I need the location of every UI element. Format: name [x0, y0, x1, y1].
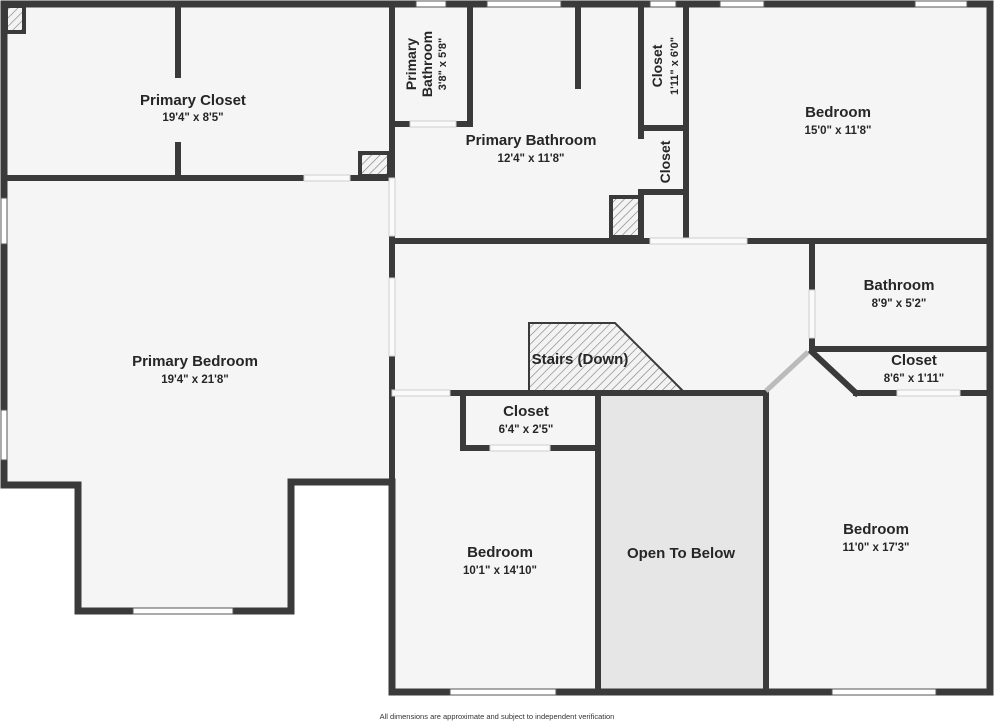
- opening: [808, 289, 816, 339]
- window: [831, 688, 937, 696]
- small-bath-name-line1: Primary: [403, 38, 419, 90]
- primary-closet-dims: 19'4" x 8'5": [162, 112, 223, 124]
- floor-west: [4, 4, 392, 611]
- diagonal-doorway: [764, 350, 810, 393]
- bedroom-sw-dims: 10'1" x 14'10": [463, 565, 537, 577]
- primary-bathroom-dims: 12'4" x 11'8": [498, 153, 565, 165]
- bedroom-se-dims: 11'0" x 17'3": [843, 542, 910, 554]
- opening: [303, 174, 351, 182]
- open-to-below-fill: [598, 395, 765, 692]
- window: [486, 0, 562, 8]
- footer-disclaimer: All dimensions are approximate and subje…: [380, 712, 615, 721]
- small-bath-name-line2: Bathroom: [419, 31, 435, 97]
- window: [914, 0, 968, 8]
- opening: [409, 120, 457, 128]
- stairs-name: Stairs (Down): [532, 351, 629, 368]
- closet-small-name: Closet: [657, 140, 673, 183]
- closet-top-label: Closet 1'11" x 6'0": [649, 37, 681, 95]
- small-bath-dims: 3'8" x 5'8": [437, 38, 449, 90]
- openings: [303, 120, 961, 452]
- closet-east-dims: 8'6" x 1'11": [884, 373, 945, 385]
- window: [0, 409, 8, 461]
- floor-north-middle: [392, 4, 990, 241]
- window: [649, 0, 677, 8]
- bathroom-name: Bathroom: [864, 277, 935, 294]
- open-to-below-name: Open To Below: [627, 545, 735, 562]
- opening: [489, 444, 551, 452]
- closet-mid-dims: 6'4" x 2'5": [499, 424, 554, 436]
- opening: [388, 177, 396, 237]
- primary-closet-name: Primary Closet: [140, 92, 246, 109]
- window: [449, 688, 557, 696]
- opening: [896, 389, 961, 397]
- window: [719, 0, 765, 8]
- chase-bath: [609, 195, 642, 239]
- windows: [0, 0, 968, 696]
- closet-top-name: Closet: [649, 44, 665, 87]
- opening: [388, 277, 396, 357]
- window: [132, 607, 234, 615]
- bathroom-dims: 8'9" x 5'2": [872, 298, 927, 310]
- bedroom-ne-dims: 15'0" x 11'8": [805, 125, 872, 137]
- bedroom-ne-name: Bedroom: [805, 104, 871, 121]
- closet-mid-name: Closet: [503, 403, 549, 420]
- primary-bedroom-dims: 19'4" x 21'8": [161, 374, 229, 386]
- window: [0, 197, 8, 245]
- chase-topleft: [4, 4, 26, 34]
- opening: [391, 389, 451, 397]
- opening: [649, 237, 748, 245]
- window: [415, 0, 447, 8]
- primary-bathroom-name: Primary Bathroom: [466, 132, 597, 149]
- room-labels: Primary Closet 19'4" x 8'5" Primary Bath…: [132, 31, 944, 577]
- chase-closet: [358, 151, 391, 178]
- closet-east-name: Closet: [891, 352, 937, 369]
- bedroom-se-name: Bedroom: [843, 521, 909, 538]
- small-bath-label: Primary Bathroom 3'8" x 5'8": [403, 31, 449, 97]
- bedroom-sw-name: Bedroom: [467, 544, 533, 561]
- primary-bedroom-name: Primary Bedroom: [132, 353, 258, 370]
- closet-top-dims: 1'11" x 6'0": [669, 37, 681, 95]
- wall-closet-east-diag: [807, 347, 861, 398]
- closet-small-label: Closet: [657, 140, 673, 183]
